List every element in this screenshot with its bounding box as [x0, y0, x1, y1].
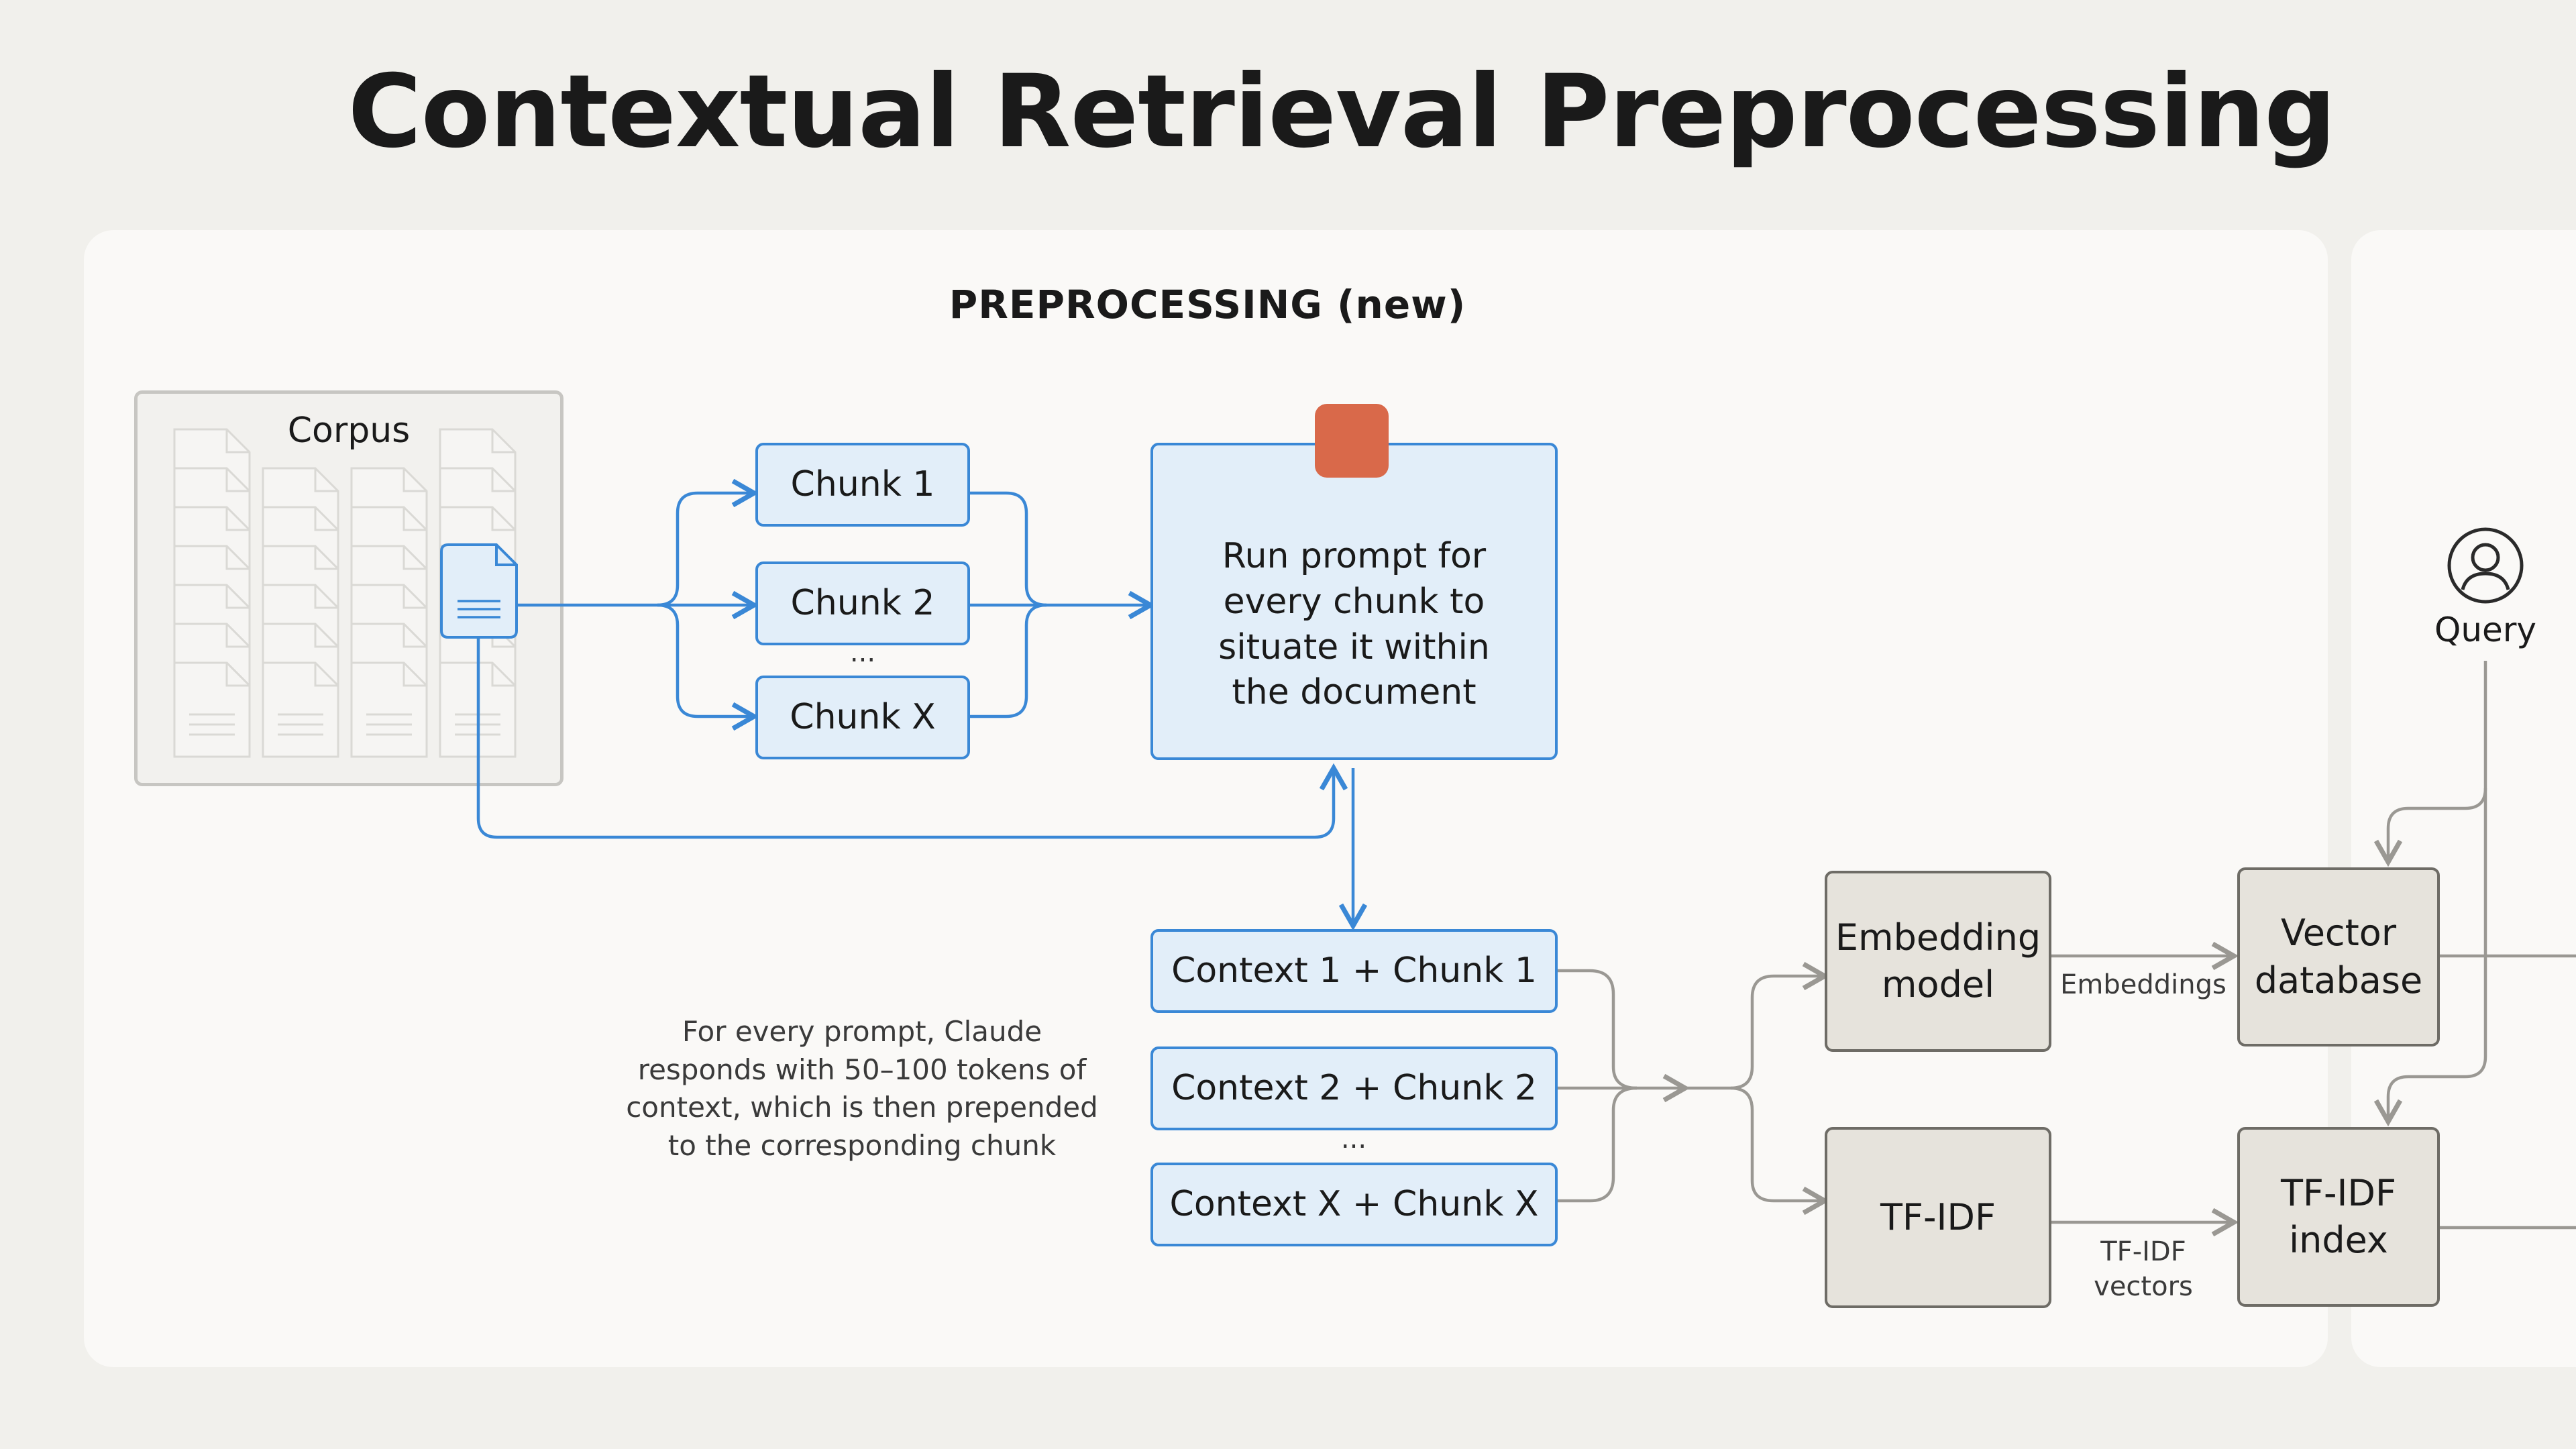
tfidf-vectors-label: TF-IDF vectors: [2094, 1236, 2193, 1302]
embeddings-label: Embeddings: [2060, 969, 2226, 1000]
section-title: PREPROCESSING (new): [949, 282, 1466, 327]
prompt-box: Run prompt for every chunk to situate it…: [1150, 443, 1558, 760]
embedding-model-box: Embedding model: [1825, 871, 2051, 1052]
vector-database-box: Vector database: [2237, 867, 2440, 1046]
context-note: For every prompt, Claude responds with 5…: [626, 1015, 1098, 1163]
page-title: Contextual Retrieval Preprocessing: [347, 54, 2337, 170]
corpus-label: Corpus: [287, 411, 411, 451]
user-circle-icon: [2447, 527, 2524, 604]
tfidf-box: TF-IDF: [1825, 1127, 2051, 1308]
context-2-box: Context 2 + Chunk 2: [1150, 1046, 1558, 1130]
selected-document-icon: [440, 543, 518, 639]
chunk-x-box: Chunk X: [755, 676, 970, 759]
context-x-box: Context X + Chunk X: [1150, 1163, 1558, 1246]
chunk-1-box: Chunk 1: [755, 443, 970, 527]
chunks-ellipsis: ...: [849, 637, 876, 668]
corpus-document-stacks: [173, 428, 517, 758]
context-1-box: Context 1 + Chunk 1: [1150, 929, 1558, 1013]
tfidf-index-box: TF-IDF index: [2237, 1127, 2440, 1307]
chunk-2-box: Chunk 2: [755, 561, 970, 645]
contexts-ellipsis: ...: [1340, 1124, 1367, 1155]
claude-badge: [1315, 404, 1389, 478]
query-label: Query: [2434, 610, 2536, 649]
